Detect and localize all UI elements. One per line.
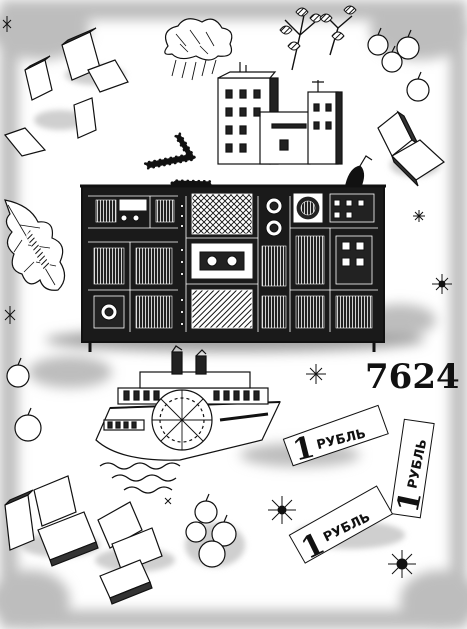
- banknote-2: 1 РУБЛЬ: [389, 418, 435, 519]
- rain-cloud: [164, 18, 233, 81]
- boxes-bottom-left: [4, 475, 163, 605]
- steamship: [95, 345, 281, 494]
- box-top-right: [377, 110, 445, 187]
- oak-leaf: [4, 199, 66, 291]
- banknote-1: 1 РУБЛЬ: [282, 404, 389, 469]
- cabinet: [80, 155, 386, 352]
- apples-bottom: [185, 493, 237, 568]
- trees: [279, 5, 357, 71]
- apples-left: [6, 357, 42, 442]
- boxes-top-left: [3, 27, 129, 157]
- lottery-number: 7624: [365, 357, 460, 397]
- apples-top-right: [367, 27, 430, 102]
- building: [217, 62, 343, 165]
- sparkles: [2, 16, 452, 578]
